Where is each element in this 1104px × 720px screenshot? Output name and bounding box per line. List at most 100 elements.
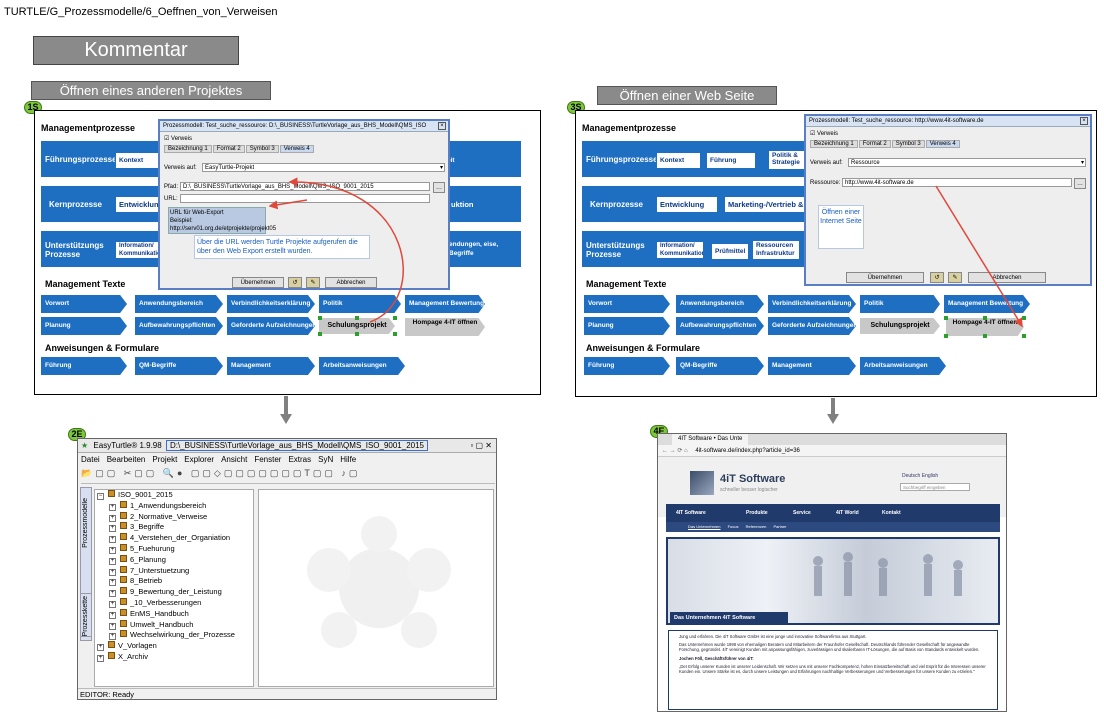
tab-bezeichnung[interactable]: Bezeichnung 1	[164, 145, 212, 153]
nav-produkte[interactable]: Produkte	[746, 510, 768, 516]
tree-item[interactable]: +1_Anwendungsbereich	[109, 500, 207, 511]
menu-projekt[interactable]: Projekt	[152, 455, 178, 464]
text-vorwort-r[interactable]: Vorwort	[584, 295, 670, 313]
tab-bezeichnung-r[interactable]: Bezeichnung 1	[810, 140, 858, 148]
close-icon[interactable]: ×	[1080, 117, 1088, 125]
anw-qm-begriffe-r[interactable]: QM-Begriffe	[676, 357, 764, 375]
text-verbindlichkeit-r[interactable]: Verbindlichkeitserklärung	[768, 295, 856, 313]
nav-world[interactable]: 4iT World	[836, 510, 859, 516]
anw-fuehrung-r[interactable]: Führung	[584, 357, 670, 375]
text-politik-r[interactable]: Politik	[860, 295, 940, 313]
tab-format[interactable]: Format 2	[212, 145, 245, 153]
text-politik[interactable]: Politik	[319, 295, 401, 313]
tree-item[interactable]: +6_Planung	[109, 554, 166, 565]
tree-item[interactable]: +EnMS_Handbuch	[109, 608, 189, 619]
tree-item[interactable]: +7_Unterstuetzung	[109, 565, 190, 576]
tab-symbol[interactable]: Symbol 3	[245, 145, 279, 153]
tree-item[interactable]: +_10_Verbesserungen	[109, 597, 202, 608]
apply-icon[interactable]: ↺	[930, 272, 944, 283]
menu-syn[interactable]: SyN	[318, 455, 334, 464]
text-aufbewahrung[interactable]: Aufbewahrungspflichten	[135, 317, 223, 335]
abbrechen-button[interactable]: Abbrechen	[325, 277, 377, 288]
tree-item[interactable]: +Umwelt_Handbuch	[109, 619, 194, 630]
tab-verweis-r[interactable]: Verweis 4	[925, 140, 960, 148]
verweis-checkbox[interactable]: ☑ Verweis	[164, 136, 193, 142]
window-controls-icon[interactable]: ▫ ▢ ✕	[470, 441, 492, 450]
nav-service[interactable]: Service	[793, 510, 811, 516]
anw-management-r[interactable]: Management	[768, 357, 856, 375]
tree-item[interactable]: +3_Begriffe	[109, 522, 165, 533]
site-logo[interactable]: 4iT Software	[720, 473, 786, 485]
text-aufzeichnungen-r[interactable]: Geforderte Aufzeichnungen	[768, 317, 856, 335]
uebernehmen-button[interactable]: Übernehmen	[232, 277, 284, 288]
tree-root[interactable]: −ISO_9001_2015	[97, 490, 173, 500]
text-planung[interactable]: Planung	[41, 317, 127, 335]
anw-management[interactable]: Management	[227, 357, 315, 375]
tab-verweis[interactable]: Verweis 4	[279, 145, 314, 153]
menu-datei[interactable]: Datei	[81, 455, 100, 464]
browse-button-r[interactable]: …	[1074, 178, 1086, 189]
node-ressourcen-r[interactable]: Ressourcen Infrastruktur	[752, 240, 800, 260]
schulungsprojekt-node[interactable]: Schulungsprojekt	[319, 318, 395, 334]
url-field[interactable]: 4it-software.de/index.php?article_id=36	[695, 448, 800, 454]
menu-extras[interactable]: Extras	[288, 455, 312, 464]
text-aufzeichnungen[interactable]: Geforderte Aufzeichnungen	[227, 317, 315, 335]
text-aufbewahrung-r[interactable]: Aufbewahrungspflichten	[676, 317, 764, 335]
verweis-auf-select-r[interactable]: Ressource▾	[848, 158, 1086, 167]
verweis-auf-select[interactable]: EasyTurtle-Projekt▾	[202, 163, 445, 172]
subnav-item[interactable]: Focus	[727, 524, 739, 529]
tree-item[interactable]: +X_Archiv	[97, 651, 149, 662]
uebernehmen-button-r[interactable]: Übernehmen	[846, 272, 924, 283]
text-anwendungsbereich-r[interactable]: Anwendungsbereich	[676, 295, 764, 313]
hompage-node[interactable]: Hompage 4-IT öffnen	[405, 318, 485, 336]
tab-symbol-r[interactable]: Symbol 3	[891, 140, 925, 148]
nav-kontakt[interactable]: Kontakt	[882, 510, 901, 516]
node-zeit[interactable]: eit	[443, 152, 495, 170]
menu-bearbeiten[interactable]: Bearbeiten	[106, 455, 146, 464]
lang-switch[interactable]: Deutsch English	[902, 473, 939, 479]
apply-icon[interactable]: ↺	[288, 277, 302, 288]
help-icon[interactable]: ✎	[306, 277, 320, 288]
text-management-bewertung-r[interactable]: Management Bewertung	[944, 295, 1030, 313]
help-icon[interactable]: ✎	[948, 272, 962, 283]
menu-fenster[interactable]: Fenster	[254, 455, 282, 464]
abbrechen-button-r[interactable]: Abbrechen	[968, 272, 1046, 283]
tree-item[interactable]: +8_Betrieb	[109, 576, 163, 587]
editor-toolbar[interactable]: 📂▢▢ ✂▢▢ 🔍● ▢▢◇▢▢▢▢▢▢▢T▢▢ ♪▢	[81, 468, 495, 484]
menu-hilfe[interactable]: Hilfe	[340, 455, 357, 464]
tree-item[interactable]: +5_Fuehurung	[109, 543, 175, 554]
node-fuehrung-r[interactable]: Führung	[706, 152, 756, 169]
subnav-item[interactable]: Referenzen	[745, 524, 767, 529]
subnav-item[interactable]: Das Unternehmen	[688, 524, 721, 529]
close-icon[interactable]: ×	[438, 122, 446, 130]
menu-ansicht[interactable]: Ansicht	[221, 455, 248, 464]
text-verbindlichkeit[interactable]: Verbindlichkeitserklärung	[227, 295, 315, 313]
menu-explorer[interactable]: Explorer	[184, 455, 215, 464]
anw-arbeitsanweisungen[interactable]: Arbeitsanweisungen	[319, 357, 405, 375]
node-information-r[interactable]: Information/ Kommunikation	[656, 241, 704, 259]
browse-button[interactable]: …	[433, 182, 445, 193]
browser-tab[interactable]: 4IT Software • Das Unte	[672, 434, 749, 445]
node-kontext-r[interactable]: Kontext	[656, 152, 701, 169]
node-produktion[interactable]: uktion	[447, 196, 495, 214]
node-pruefmittel-r[interactable]: Prüfmittel	[711, 243, 749, 260]
text-management-bewertung[interactable]: Management Bewertung	[405, 295, 485, 313]
subnav-item[interactable]: Partner	[773, 524, 787, 529]
tree-item[interactable]: +9_Bewertung_der_Leistung	[109, 587, 222, 598]
tree-item[interactable]: +V_Vorlagen	[97, 641, 157, 652]
tab-format-r[interactable]: Format 2	[858, 140, 891, 148]
text-anwendungsbereich[interactable]: Anwendungsbereich	[135, 295, 223, 313]
schulungsprojekt-node-r[interactable]: Schulungsprojekt	[860, 318, 940, 334]
tree-item[interactable]: +4_Verstehen_der_Organiation	[109, 533, 231, 544]
tree-item[interactable]: +Wechselwirkung_der_Prozesse	[109, 630, 235, 641]
ressource-input[interactable]: http://www.4it-software.de	[842, 178, 1072, 187]
text-planung-r[interactable]: Planung	[584, 317, 670, 335]
anw-qm-begriffe[interactable]: QM-Begriffe	[135, 357, 223, 375]
nav-4it[interactable]: 4IT Software	[676, 510, 706, 516]
url-input[interactable]	[180, 194, 430, 203]
editor-canvas[interactable]	[258, 489, 494, 687]
node-entwicklung-r[interactable]: Entwicklung	[656, 196, 718, 213]
tree-item[interactable]: +2_Normative_Verweise	[109, 511, 208, 522]
anw-arbeitsanweisungen-r[interactable]: Arbeitsanweisungen	[860, 357, 946, 375]
verweis-checkbox-r[interactable]: ☑ Verweis	[810, 131, 839, 137]
